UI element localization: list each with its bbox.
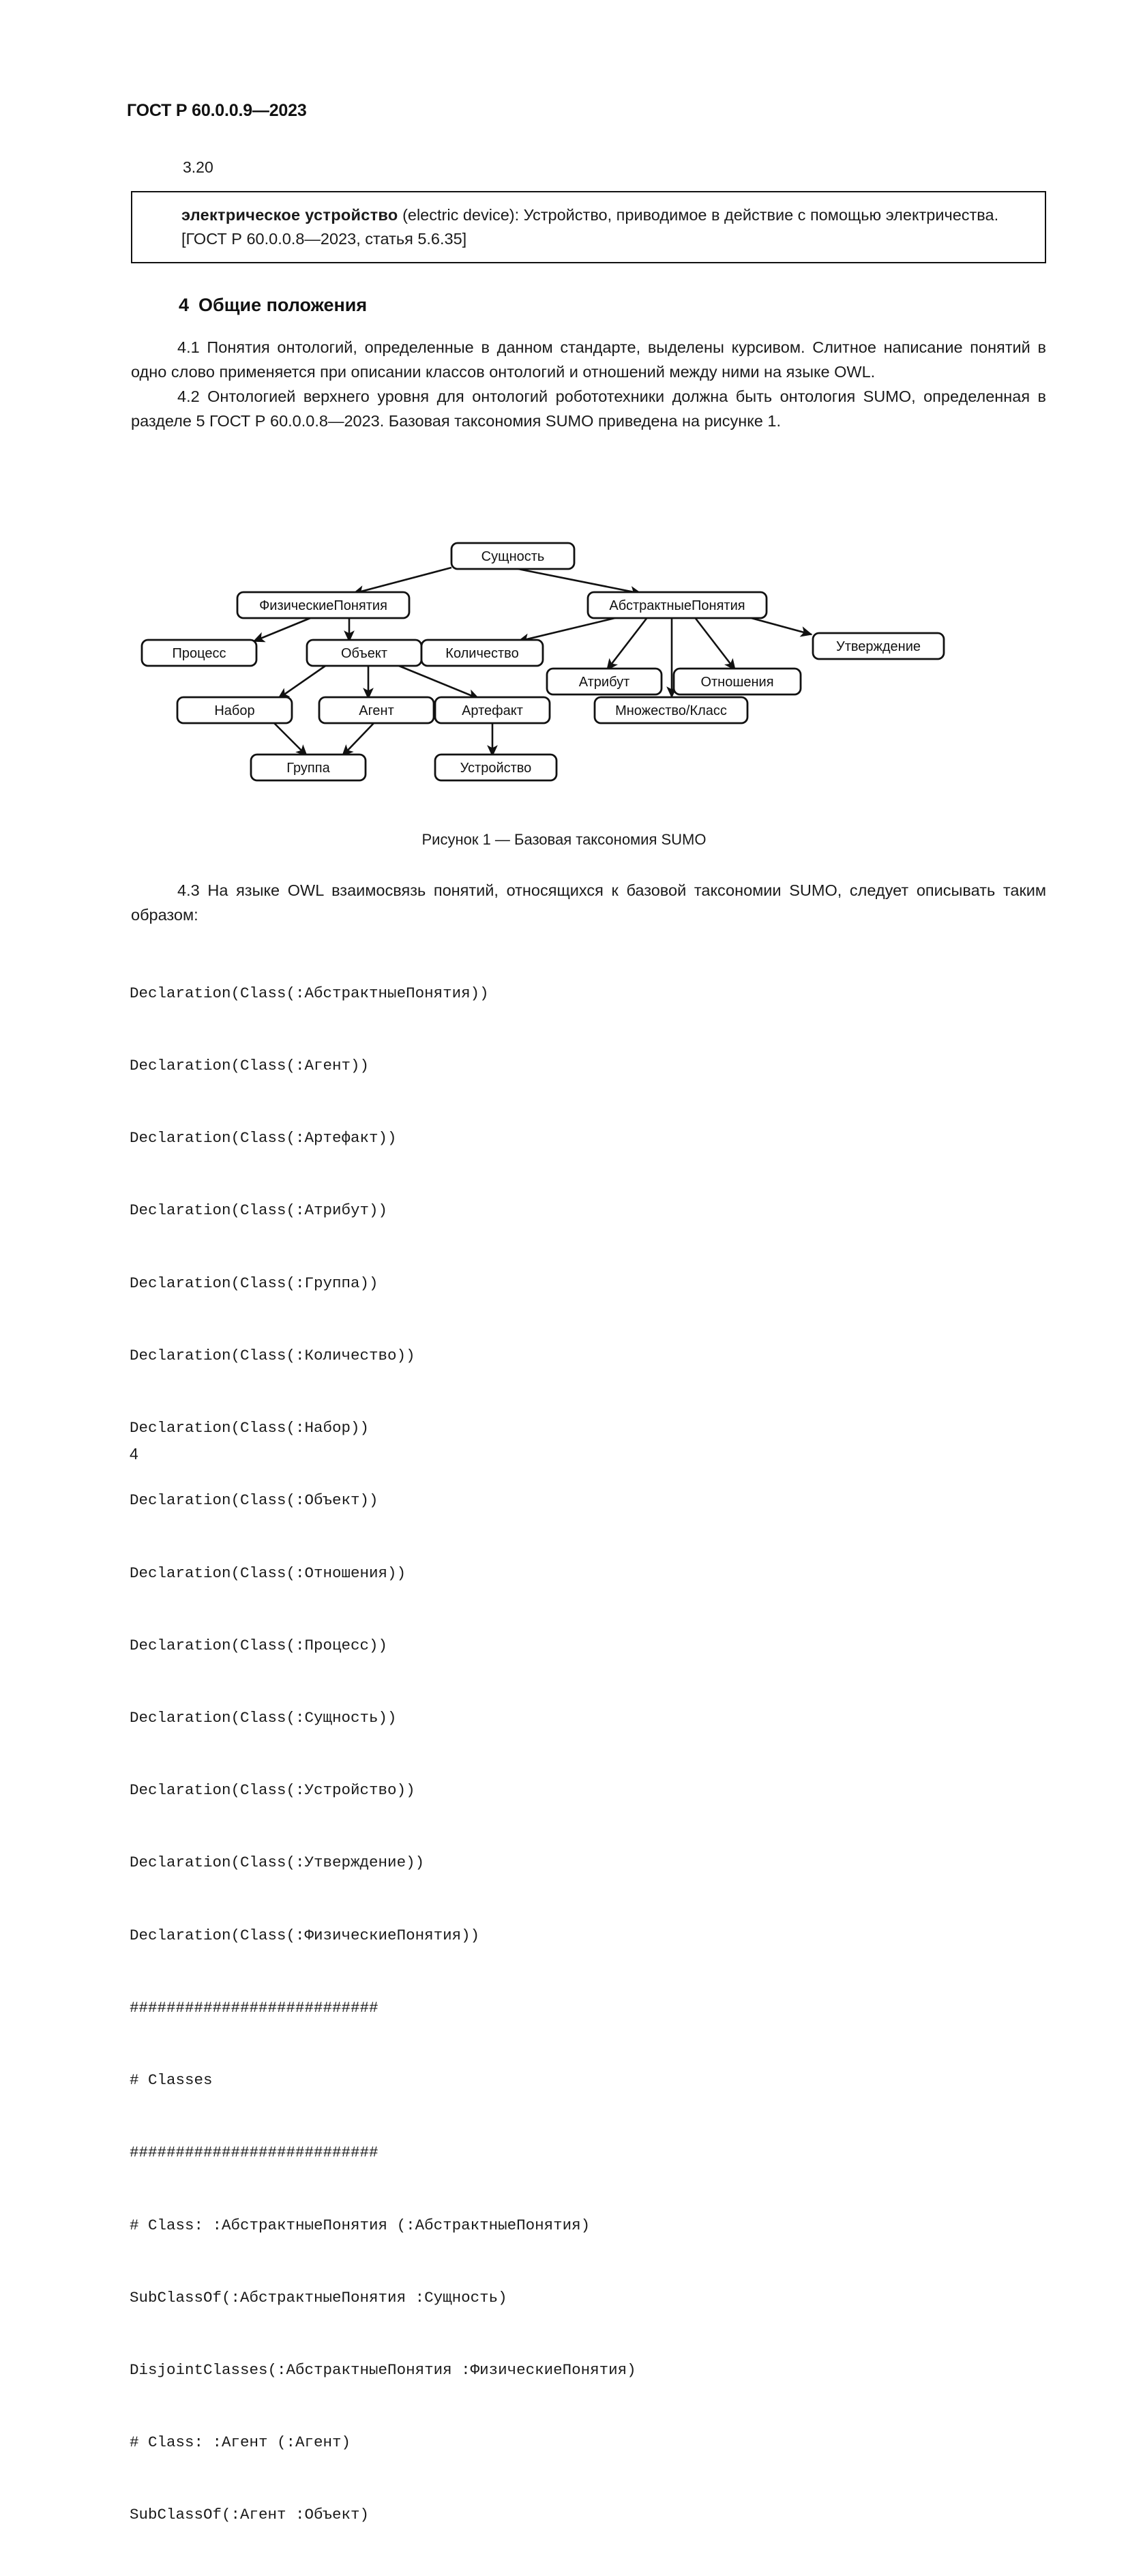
code-line: SubClassOf(:АбстрактныеПонятия :Сущность… bbox=[130, 2288, 507, 2307]
code-line: # Class: :АбстрактныеПонятия (:Абстрактн… bbox=[130, 2216, 591, 2234]
node-atribut: Атрибут bbox=[546, 667, 663, 696]
owl-code-listing: Declaration(Class(:АбстрактныеПонятия)) … bbox=[130, 933, 1050, 2576]
code-line: Declaration(Class(:Агент)) bbox=[130, 1057, 370, 1075]
paragraph-4-1-number: 4.1 bbox=[177, 338, 200, 356]
node-label-utverzhdenie: Утверждение bbox=[836, 639, 921, 654]
node-agent: Агент bbox=[318, 696, 435, 724]
paragraph-4-1: 4.1 Понятия онтологий, определенные в да… bbox=[131, 336, 1046, 384]
code-line: Declaration(Class(:Группа)) bbox=[130, 1274, 379, 1292]
code-line: Declaration(Class(:Количество)) bbox=[130, 1346, 415, 1364]
node-gruppa: Группа bbox=[250, 753, 367, 782]
node-label-otnosheniya: Отношения bbox=[700, 675, 773, 690]
node-label-atribut: Атрибут bbox=[579, 675, 630, 690]
code-line: Declaration(Class(:ФизическиеПонятия)) bbox=[130, 1926, 480, 1944]
node-mnozhestvo-klass: Множество/Класс bbox=[593, 696, 749, 724]
code-line: Declaration(Class(:АбстрактныеПонятия)) bbox=[130, 984, 489, 1002]
code-line: Declaration(Class(:Артефакт)) bbox=[130, 1129, 397, 1147]
definition-term: электрическое устройство bbox=[181, 206, 398, 224]
paragraph-4-2-number: 4.2 bbox=[177, 387, 200, 405]
diagram-edges bbox=[252, 566, 813, 757]
code-line: Declaration(Class(:Процесс)) bbox=[130, 1636, 388, 1654]
node-label-mnozhestvo-klass: Множество/Класс bbox=[615, 703, 727, 718]
page-number: 4 bbox=[130, 1445, 138, 1463]
paragraph-4-3-text: На языке OWL взаимосвязь понятий, относя… bbox=[131, 881, 1047, 924]
definition-reference: [ГОСТ Р 60.0.0.8—2023, статья 5.6.35] bbox=[181, 230, 467, 248]
node-label-obiekt: Объект bbox=[341, 646, 387, 661]
paragraph-4-3: 4.3 На языке OWL взаимосвязь понятий, от… bbox=[131, 879, 1046, 927]
paragraph-4-2-text: Онтологией верхнего уровня для онтологий… bbox=[131, 387, 1047, 430]
code-line: Declaration(Class(:Атрибут)) bbox=[130, 1201, 388, 1220]
code-line: ########################### bbox=[130, 2143, 379, 2162]
definition-text: электрическое устройство (electric devic… bbox=[142, 203, 1033, 227]
node-suschnost: Сущность bbox=[450, 542, 576, 570]
node-otnosheniya: Отношения bbox=[672, 667, 802, 696]
diagram-nodes: Сущность ФизическиеПонятия АбстрактныеПо… bbox=[140, 542, 945, 782]
code-line: # Class: :Агент (:Агент) bbox=[130, 2433, 351, 2452]
node-label-gruppa: Группа bbox=[286, 761, 330, 776]
node-utverzhdenie: Утверждение bbox=[812, 632, 945, 660]
definition-english-term: (electric device): bbox=[402, 206, 520, 224]
document-page: ГОСТ Р 60.0.0.9—2023 3.20 электрическое … bbox=[102, 101, 1057, 2523]
code-line: Declaration(Class(:Отношения)) bbox=[130, 1564, 406, 1582]
document-header-standard-id: ГОСТ Р 60.0.0.9—2023 bbox=[127, 101, 307, 120]
code-line: # Classes bbox=[130, 2071, 213, 2090]
figure-caption: Рисунок 1 — Базовая таксономия SUMO bbox=[421, 831, 707, 848]
node-label-abstraktnye-ponyatiya: АбстрактныеПонятия bbox=[609, 598, 745, 613]
node-label-ustroystvo: Устройство bbox=[460, 761, 532, 776]
section-heading: 4 Общие положения bbox=[179, 295, 367, 316]
node-label-nabor: Набор bbox=[214, 703, 254, 718]
code-line: Declaration(Class(:Устройство)) bbox=[130, 1781, 415, 1800]
node-abstraktnye-ponyatiya: АбстрактныеПонятия bbox=[587, 591, 768, 619]
node-label-process: Процесс bbox=[173, 646, 226, 661]
section-title: Общие положения bbox=[198, 295, 368, 315]
definition-box: электрическое устройство (electric devic… bbox=[131, 191, 1046, 263]
node-label-kolichestvo: Количество bbox=[445, 646, 518, 661]
paragraph-4-3-number: 4.3 bbox=[177, 881, 200, 899]
code-line: Declaration(Class(:Сущность)) bbox=[130, 1709, 397, 1727]
node-label-suschnost: Сущность bbox=[481, 549, 545, 564]
code-line: SubClassOf(:Агент :Объект) bbox=[130, 2506, 370, 2524]
code-line: ########################### bbox=[130, 1998, 379, 2017]
node-label-artefakt: Артефакт bbox=[462, 703, 523, 718]
paragraph-4-3-container: 4.3 На языке OWL взаимосвязь понятий, от… bbox=[131, 879, 1046, 927]
definition-body: Устройство, приводимое в действие с помо… bbox=[519, 206, 999, 224]
clause-number: 3.20 bbox=[183, 158, 213, 176]
node-fizicheskie-ponyatiya: ФизическиеПонятия bbox=[236, 591, 411, 619]
paragraph-4-1-text: Понятия онтологий, определенные в данном… bbox=[131, 338, 1046, 381]
code-line: Declaration(Class(:Набор)) bbox=[130, 1419, 370, 1437]
figure-sumo-taxonomy: Сущность ФизическиеПонятия АбстрактныеПо… bbox=[102, 458, 1057, 813]
code-line: Declaration(Class(:Утверждение)) bbox=[130, 1854, 425, 1872]
section-number: 4 bbox=[179, 295, 190, 315]
body-column: 4.1 Понятия онтологий, определенные в да… bbox=[131, 336, 1046, 433]
node-obiekt: Объект bbox=[306, 639, 423, 667]
node-label-fizicheskie-ponyatiya: ФизическиеПонятия bbox=[259, 598, 387, 613]
paragraph-4-2: 4.2 Онтологией верхнего уровня для онтол… bbox=[131, 385, 1046, 433]
node-ustroystvo: Устройство bbox=[434, 753, 558, 782]
node-process: Процесс bbox=[140, 639, 258, 667]
code-line: DisjointClasses(:АбстрактныеПонятия :Физ… bbox=[130, 2360, 636, 2379]
code-line: Declaration(Class(:Объект)) bbox=[130, 1491, 379, 1510]
node-nabor: Набор bbox=[176, 696, 293, 724]
node-kolichestvo: Количество bbox=[420, 639, 544, 667]
node-artefakt: Артефакт bbox=[434, 696, 551, 724]
node-label-agent: Агент bbox=[359, 703, 394, 718]
